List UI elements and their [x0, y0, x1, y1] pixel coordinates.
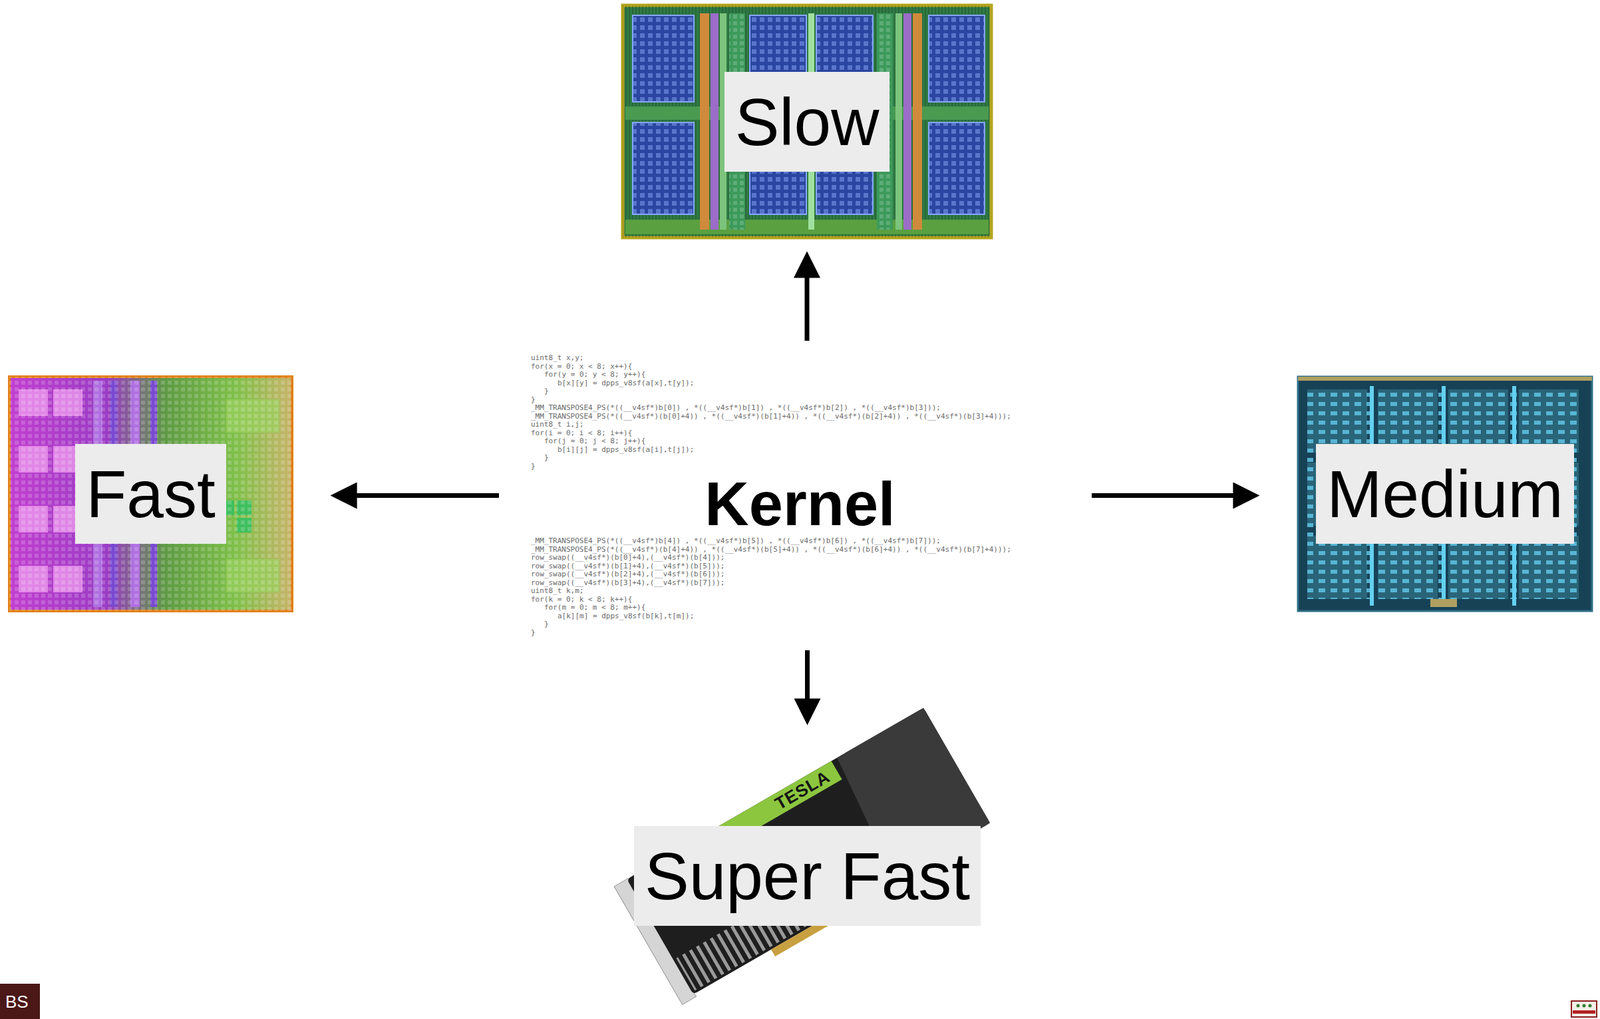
code-line: row_swap((__v4sf*)(b[2]+4),(__v4sf*)(b[6…: [530, 570, 1012, 579]
code-line: _MM_TRANSPOSE4_PS(*((__v4sf*)b[0]) , *((…: [530, 403, 1012, 413]
code-line: uint8_t x,y;: [530, 353, 1012, 363]
slow-die-part: [632, 15, 694, 102]
label-holder: TESLA: [771, 767, 833, 813]
slow-die-part: [622, 5, 992, 238]
label-holder: BS: [5, 991, 29, 1012]
fast-die-part: [9, 376, 293, 611]
slow-die-part: [928, 15, 985, 102]
slow-die-part: [699, 13, 710, 230]
code-line: for(x = 0; x < 8; x++){: [530, 362, 1012, 372]
speed-label: Fast: [75, 443, 226, 544]
slow-die-part: [928, 122, 985, 215]
arrow-connector: [1091, 492, 1249, 498]
slow-die-part: [622, 5, 992, 238]
fast-die-part: [9, 376, 293, 611]
crest-logo: [1571, 1000, 1597, 1017]
code-line: }: [530, 395, 1012, 405]
crest-logo-part: [1588, 1003, 1593, 1008]
code-line: _MM_TRANSPOSE4_PS(*((__v4sf*)(b[0]+4)) ,…: [530, 412, 1012, 422]
code-line: uint8_t k,m;: [530, 586, 1012, 596]
slow-die-part: [710, 13, 719, 230]
slow-die-part: [928, 15, 985, 102]
medium-processor-node: Medium: [1297, 376, 1593, 611]
fast-processor-node: Fast: [9, 376, 293, 611]
medium-die-part: [1430, 598, 1457, 607]
code-line: uint8_t i,j;: [530, 420, 1012, 430]
gpu-card: [614, 707, 994, 1008]
code-line: }: [530, 462, 1012, 472]
code-line: for(m = 0; m < 8; m++){: [530, 603, 1012, 613]
slow-die-part: [632, 15, 694, 102]
code-line: }: [530, 620, 1012, 629]
code-line: row_swap((__v4sf*)(b[1]+4),(__v4sf*)(b[5…: [530, 562, 1012, 571]
code-line: _MM_TRANSPOSE4_PS(*((__v4sf*)(b[4]+4)) ,…: [530, 545, 1012, 555]
medium-die-part: [1297, 376, 1593, 611]
crest-logo-part: [1572, 1009, 1596, 1014]
gpu-card-part: [626, 707, 990, 994]
arrow-connector: [804, 262, 810, 341]
slow-die-part: [895, 13, 903, 230]
code-line: b[i][j] = dpps_v8sf(a[i],t[j]);: [530, 445, 1012, 455]
code-line: for(i = 0; i < 8; i++){: [530, 429, 1012, 438]
speed-label: Slow: [724, 71, 891, 172]
logo-text: BS: [5, 991, 29, 1012]
code-line: row_swap((__v4sf*)(b[0]+4),(__v4sf*)(b[4…: [530, 553, 1012, 563]
code-line: for(y = 0; y < 8; y++){: [530, 370, 1012, 380]
slow-processor-node: Slow: [622, 5, 992, 238]
logo-badge-part: [0, 983, 40, 1019]
code-line: row_swap((__v4sf*)(b[3]+4),(__v4sf*)(b[7…: [530, 578, 1012, 588]
code-line: _MM_TRANSPOSE4_PS(*((__v4sf*)b[4]) , *((…: [530, 536, 1012, 546]
code-line: b[x][y] = dpps_v8sf(a[x],t[y]);: [530, 379, 1012, 388]
code-line: for(k = 0; k < 8; k++){: [530, 595, 1012, 605]
slow-die-part: [903, 13, 912, 230]
crest-logo-part: [1571, 1000, 1597, 1017]
slow-die-part: [625, 219, 989, 235]
slow-die-part: [928, 122, 985, 215]
fast-die: [9, 376, 293, 611]
card-brand-text: TESLA: [771, 767, 833, 813]
speed-label: Medium: [1315, 443, 1575, 544]
slow-die-part: [632, 122, 694, 215]
code-line: }: [530, 387, 1012, 396]
code-line: for(j = 0; j < 8; j++){: [530, 437, 1012, 446]
slow-die-part: [632, 122, 694, 215]
gpu-card-node: Super Fast: [622, 731, 992, 1019]
crest-logo-part: [1576, 1003, 1581, 1008]
arrow-connector: [341, 492, 499, 498]
arrow-connector: [804, 649, 810, 714]
crest-logo-part: [1582, 1003, 1587, 1008]
code-line: a[k][m] = dpps_v8sf(b[k],t[m]);: [530, 612, 1012, 621]
slow-die-part: [912, 13, 923, 230]
speed-label: Super Fast: [634, 825, 981, 926]
code-line: }: [530, 628, 1012, 638]
slow-die: [622, 5, 992, 238]
medium-die-part: [1297, 376, 1593, 381]
kernel-title: Kernel: [704, 470, 895, 537]
medium-die: [1297, 376, 1593, 611]
code-line: }: [530, 453, 1012, 463]
logo-badge: [0, 983, 40, 1019]
